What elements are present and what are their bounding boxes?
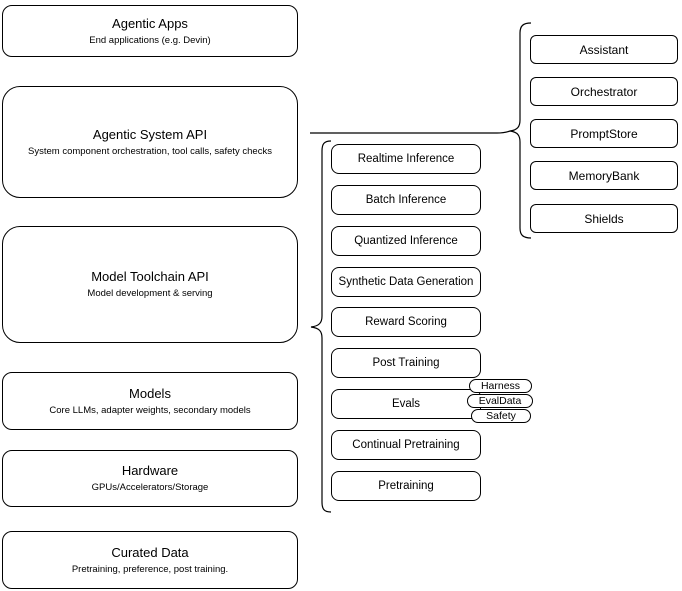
component-label: Orchestrator bbox=[570, 84, 638, 99]
toolchain-item-label: Continual Pretraining bbox=[352, 439, 460, 451]
evals-tag-label: Harness bbox=[480, 380, 521, 392]
evals-tag-harness: Harness bbox=[469, 379, 532, 393]
box-title: Agentic System API bbox=[92, 126, 208, 142]
toolchain-item-evals: Evals bbox=[331, 389, 481, 419]
toolchain-item-label: Post Training bbox=[372, 357, 440, 369]
box-subtitle: Pretraining, preference, post training. bbox=[71, 563, 229, 575]
components-brace bbox=[509, 22, 532, 239]
component-memorybank: MemoryBank bbox=[530, 161, 678, 190]
box-title: Hardware bbox=[121, 463, 179, 478]
toolchain-item-realtime-inference: Realtime Inference bbox=[331, 144, 481, 174]
evals-tag-safety: Safety bbox=[471, 409, 531, 423]
component-label: Shields bbox=[584, 211, 624, 226]
box-title: Model Toolchain API bbox=[91, 269, 209, 284]
box-curated-data: Curated Data Pretraining, preference, po… bbox=[2, 531, 298, 589]
evals-tag-evaldata: EvalData bbox=[467, 394, 533, 408]
toolchain-item-batch-inference: Batch Inference bbox=[331, 185, 481, 215]
box-subtitle: Model development & serving bbox=[87, 288, 213, 299]
toolchain-item-post-training: Post Training bbox=[331, 348, 481, 378]
toolchain-item-label: Evals bbox=[391, 398, 421, 410]
component-label: Assistant bbox=[579, 42, 629, 57]
component-label: MemoryBank bbox=[568, 168, 640, 183]
box-hardware: Hardware GPUs/Accelerators/Storage bbox=[2, 450, 298, 507]
box-models: Models Core LLMs, adapter weights, secon… bbox=[2, 372, 298, 430]
component-promptstore: PromptStore bbox=[530, 119, 678, 148]
toolchain-item-label: Reward Scoring bbox=[365, 316, 447, 328]
box-model-toolchain-api: Model Toolchain API Model development & … bbox=[2, 226, 298, 343]
toolchain-item-label: Synthetic Data Generation bbox=[338, 276, 474, 288]
toolchain-item-label: Batch Inference bbox=[365, 194, 447, 206]
evals-tag-label: EvalData bbox=[478, 395, 522, 407]
components-connector-line bbox=[310, 130, 511, 134]
component-assistant: Assistant bbox=[530, 35, 678, 64]
toolchain-brace bbox=[310, 140, 332, 513]
toolchain-item-continual-pretraining: Continual Pretraining bbox=[331, 430, 481, 460]
toolchain-item-pretraining: Pretraining bbox=[331, 471, 481, 501]
box-title: Curated Data bbox=[111, 544, 189, 560]
component-shields: Shields bbox=[530, 204, 678, 233]
box-title: Agentic Apps bbox=[112, 15, 188, 31]
toolchain-item-synthetic-data-generation: Synthetic Data Generation bbox=[331, 267, 481, 297]
box-agentic-system-api: Agentic System API System component orch… bbox=[2, 86, 298, 198]
toolchain-item-quantized-inference: Quantized Inference bbox=[331, 226, 481, 256]
toolchain-item-label: Quantized Inference bbox=[354, 235, 458, 247]
component-orchestrator: Orchestrator bbox=[530, 77, 678, 106]
box-agentic-apps: Agentic Apps End applications (e.g. Devi… bbox=[2, 5, 298, 57]
box-subtitle: Core LLMs, adapter weights, secondary mo… bbox=[49, 404, 251, 416]
box-title: Models bbox=[129, 385, 171, 401]
box-subtitle: GPUs/Accelerators/Storage bbox=[91, 482, 209, 493]
component-label: PromptStore bbox=[570, 126, 638, 141]
toolchain-item-reward-scoring: Reward Scoring bbox=[331, 307, 481, 337]
box-subtitle: End applications (e.g. Devin) bbox=[89, 34, 211, 46]
toolchain-item-label: Pretraining bbox=[378, 480, 434, 492]
box-subtitle: System component orchestration, tool cal… bbox=[28, 145, 272, 157]
toolchain-item-label: Realtime Inference bbox=[357, 153, 455, 165]
evals-tag-label: Safety bbox=[486, 410, 516, 422]
